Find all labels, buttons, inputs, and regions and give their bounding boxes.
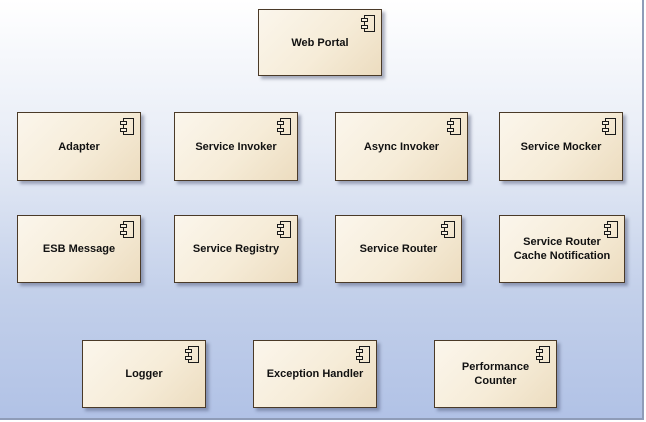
uml-component-icon	[604, 221, 618, 238]
uml-component-icon	[277, 118, 291, 135]
uml-component-icon	[356, 346, 370, 363]
uml-component-icon	[277, 221, 291, 238]
component-label: Async Invoker	[363, 140, 440, 153]
component-web-portal[interactable]: Web Portal	[258, 9, 382, 76]
uml-component-icon	[536, 346, 550, 363]
component-performance-counter[interactable]: Performance Counter	[434, 340, 557, 408]
component-service-invoker[interactable]: Service Invoker	[174, 112, 298, 181]
component-adapter[interactable]: Adapter	[17, 112, 141, 181]
uml-component-icon	[441, 221, 455, 238]
uml-component-icon	[120, 221, 134, 238]
component-label: Service Registry	[192, 243, 280, 255]
component-label: Web Portal	[291, 36, 349, 49]
component-label: Service Router	[359, 243, 438, 255]
component-label: Service Mocker	[520, 140, 602, 153]
component-service-router-cache-notification[interactable]: Service Router Cache Notification	[499, 215, 625, 283]
uml-component-icon	[447, 118, 461, 135]
uml-component-icon	[185, 346, 199, 363]
component-logger[interactable]: Logger	[82, 340, 206, 408]
component-label: Adapter	[58, 140, 100, 153]
component-exception-handler[interactable]: Exception Handler	[253, 340, 377, 408]
component-label: Performance Counter	[461, 361, 530, 387]
component-service-registry[interactable]: Service Registry	[174, 215, 298, 283]
component-label: Logger	[125, 368, 163, 380]
component-service-router[interactable]: Service Router	[335, 215, 462, 283]
component-async-invoker[interactable]: Async Invoker	[335, 112, 468, 181]
uml-component-icon	[361, 15, 375, 32]
component-esb-message[interactable]: ESB Message	[17, 215, 141, 283]
uml-component-icon	[602, 118, 616, 135]
component-label: Service Router Cache Notification	[513, 236, 611, 262]
component-label: Service Invoker	[195, 140, 277, 153]
uml-component-icon	[120, 118, 134, 135]
component-service-mocker[interactable]: Service Mocker	[499, 112, 623, 181]
component-label: ESB Message	[42, 243, 116, 255]
component-label: Exception Handler	[266, 368, 364, 380]
